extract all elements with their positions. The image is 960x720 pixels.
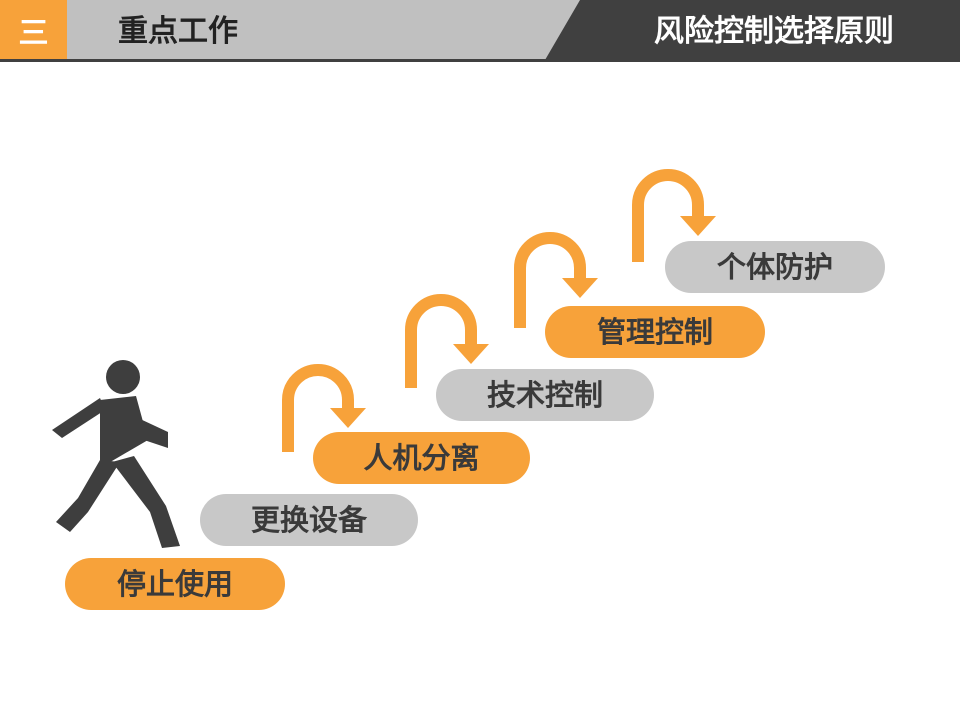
- arrow-head-icon: [562, 278, 598, 298]
- header-dark-band: [545, 0, 960, 60]
- step-label-3: 人机分离: [363, 441, 480, 475]
- step-pill-5: [545, 306, 765, 358]
- walking-person-icon: [52, 360, 180, 548]
- step-pill-1: [65, 558, 285, 610]
- section-number: 三: [18, 16, 49, 51]
- step-label-6: 个体防护: [716, 250, 833, 284]
- step-pill-3: [313, 432, 530, 484]
- step-label-4: 技术控制: [486, 378, 603, 412]
- arrow-head-icon: [330, 408, 366, 428]
- step-pill-2: [200, 494, 418, 546]
- step-pill-6: [665, 241, 885, 293]
- header-background: [0, 0, 960, 62]
- header-bar: 三 重点工作 风险控制选择原则: [0, 0, 960, 62]
- arrow-icon: [632, 169, 704, 262]
- header-underline: [0, 59, 960, 62]
- arrow-head-icon: [680, 216, 716, 236]
- step-label-1: 停止使用: [116, 567, 233, 601]
- arrow-head-icon: [453, 344, 489, 364]
- section-title: 重点工作: [118, 14, 238, 49]
- arrow-icon: [282, 364, 354, 452]
- step-pill-4: [436, 369, 654, 421]
- arrow-icon: [405, 294, 477, 388]
- step-label-5: 管理控制: [596, 315, 713, 349]
- step-label-2: 更换设备: [250, 503, 367, 537]
- section-number-box: [0, 0, 67, 60]
- arrow-icon: [514, 232, 586, 328]
- page-title: 风险控制选择原则: [654, 14, 894, 49]
